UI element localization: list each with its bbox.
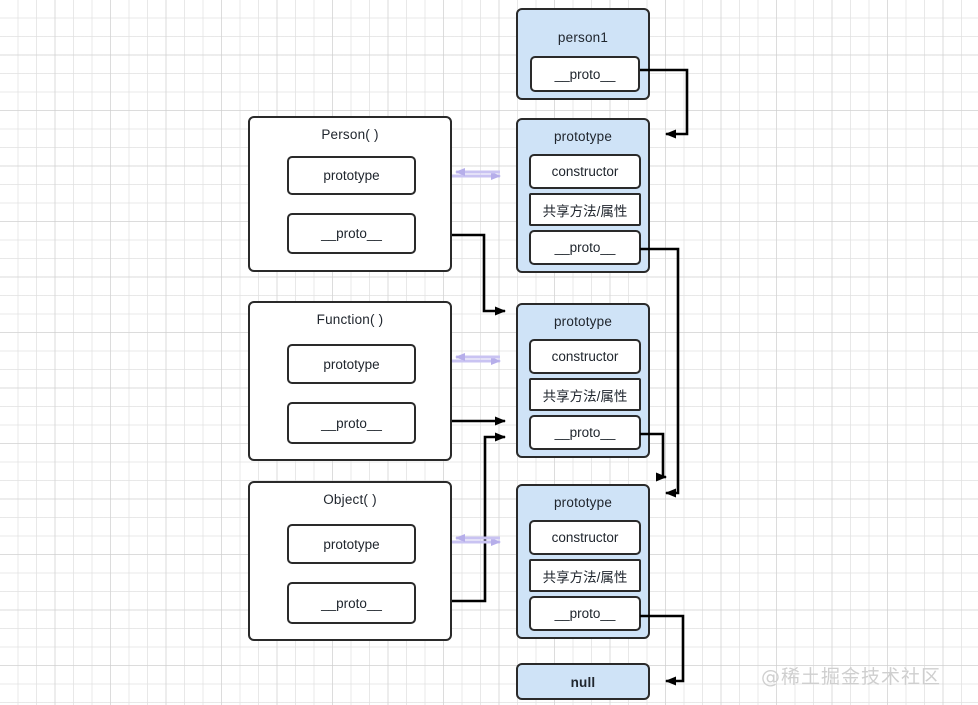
slot-label: __proto__	[554, 425, 616, 440]
slot-label: prototype	[323, 168, 380, 183]
slot-person-prototype-shared[interactable]: 共享方法/属性	[529, 193, 641, 226]
slot-label: prototype	[323, 536, 380, 552]
slot-label: constructor	[551, 349, 619, 364]
slot-object-prototype-constructor[interactable]: constructor	[529, 520, 641, 555]
node-function-prototype-title: prototype	[553, 314, 613, 329]
node-person-prototype[interactable]: prototype constructor 共享方法/属性 __proto__	[516, 118, 650, 273]
slot-label: __proto__	[554, 66, 616, 82]
node-object-constructor[interactable]: Object( ) prototype __proto__	[248, 481, 452, 641]
slot-object-prototype-shared[interactable]: 共享方法/属性	[529, 559, 641, 592]
slot-label: constructor	[551, 164, 619, 179]
slot-label: 共享方法/属性	[542, 203, 628, 219]
node-null-title: null	[570, 675, 596, 690]
slot-object-constructor-prototype[interactable]: prototype	[287, 524, 416, 564]
node-person1-title: person1	[557, 30, 609, 45]
edge-object-ctor-proto-to-function-prototype-proto	[452, 432, 506, 603]
slot-label: __proto__	[321, 226, 382, 241]
slot-label: constructor	[551, 530, 619, 545]
node-object-constructor-title: Object( )	[323, 492, 377, 507]
slot-label: __proto__	[321, 595, 382, 611]
slot-function-prototype-proto[interactable]: __proto__	[529, 415, 641, 450]
slot-label: __proto__	[321, 415, 382, 431]
slot-label: prototype	[323, 356, 380, 372]
slot-person1-proto[interactable]: __proto__	[530, 56, 640, 92]
slot-label: 共享方法/属性	[542, 569, 628, 585]
slot-label: __proto__	[554, 240, 616, 255]
node-function-constructor-title: Function( )	[316, 312, 384, 327]
node-function-constructor[interactable]: Function( ) prototype __proto__	[248, 301, 452, 461]
node-object-prototype-title: prototype	[553, 495, 613, 510]
node-person-constructor-title: Person( )	[321, 127, 379, 142]
slot-object-prototype-proto[interactable]: __proto__	[529, 596, 641, 631]
slot-function-constructor-proto[interactable]: __proto__	[287, 402, 416, 444]
slot-function-prototype-constructor[interactable]: constructor	[529, 339, 641, 374]
watermark-text: @稀土掘金技术社区	[761, 666, 942, 688]
node-null[interactable]: null	[516, 663, 650, 700]
node-function-prototype[interactable]: prototype constructor 共享方法/属性 __proto__	[516, 303, 650, 458]
node-person1[interactable]: person1 __proto__	[516, 8, 650, 100]
edge-person-ctor-proto-to-function-prototype	[452, 233, 506, 316]
node-object-prototype[interactable]: prototype constructor 共享方法/属性 __proto__	[516, 484, 650, 639]
node-person-prototype-title: prototype	[553, 129, 613, 144]
slot-object-constructor-proto[interactable]: __proto__	[287, 582, 416, 624]
node-person-constructor[interactable]: Person( ) prototype __proto__	[248, 116, 452, 272]
slot-label: __proto__	[554, 606, 616, 621]
slot-function-prototype-shared[interactable]: 共享方法/属性	[529, 378, 641, 411]
slot-person-prototype-proto[interactable]: __proto__	[529, 230, 641, 265]
slot-function-constructor-prototype[interactable]: prototype	[287, 344, 416, 384]
slot-person-constructor-proto[interactable]: __proto__	[287, 213, 416, 254]
slot-person-prototype-constructor[interactable]: constructor	[529, 154, 641, 189]
slot-person-constructor-prototype[interactable]: prototype	[287, 156, 416, 195]
slot-label: 共享方法/属性	[542, 388, 628, 404]
